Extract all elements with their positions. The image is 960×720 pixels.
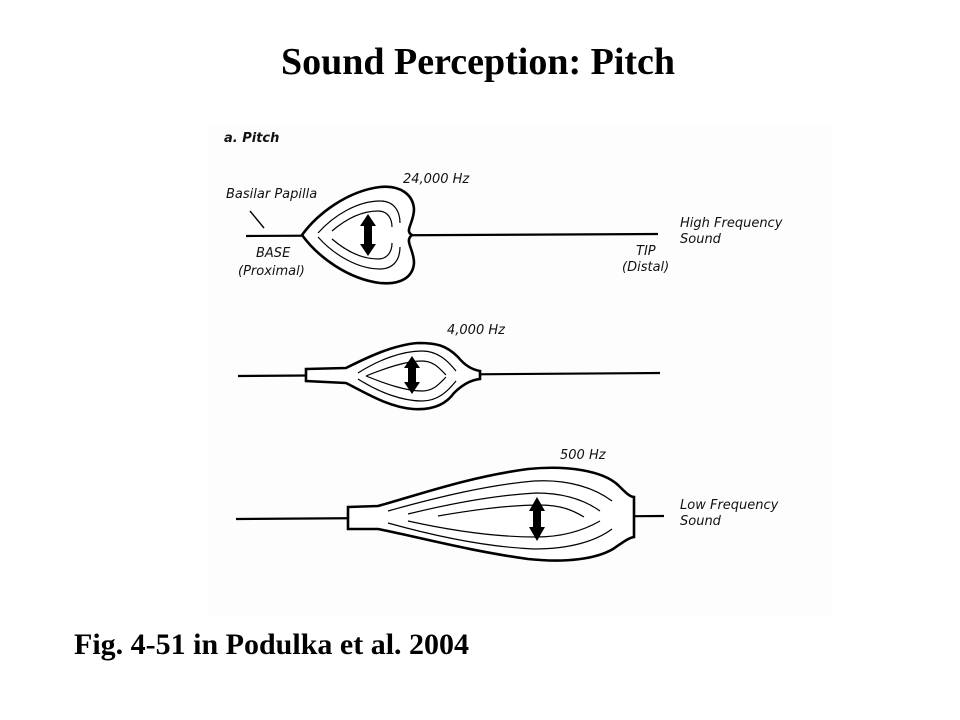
frequency-label-4000hz: 4,000 Hz: [447, 323, 506, 338]
low-frequency-sound-label: Sound: [680, 514, 722, 529]
vibration-arrow-24000hz: [360, 214, 376, 256]
base-label: BASE: [256, 246, 291, 261]
vibration-envelope-4000hz: [304, 341, 482, 411]
basilar-papilla-pitch-diagram: a. Pitch 24,000 Hz Basilar Papilla BASE …: [208, 125, 832, 615]
distal-label: (Distal): [622, 260, 669, 275]
vibration-arrow-500hz: [529, 497, 545, 541]
high-frequency-sound-label: Sound: [680, 232, 722, 247]
low-frequency-panel: 500 Hz Low Frequency Sound: [235, 448, 779, 562]
tip-label: TIP: [636, 244, 656, 259]
frequency-label-24000hz: 24,000 Hz: [403, 172, 470, 187]
high-frequency-panel: 24,000 Hz Basilar Papilla BASE (Proximal…: [226, 172, 783, 285]
high-frequency-label: High Frequency: [680, 216, 783, 231]
mid-frequency-panel: 4,000 Hz: [237, 323, 661, 411]
figure-citation: Fig. 4-51 in Podulka et al. 2004: [74, 628, 470, 661]
basilar-papilla-label: Basilar Papilla: [226, 187, 317, 202]
frequency-label-500hz: 500 Hz: [560, 448, 607, 463]
vibration-envelope-500hz: [346, 466, 636, 562]
panel-label: a. Pitch: [224, 131, 279, 146]
slide-title: Sound Perception: Pitch: [280, 41, 676, 83]
low-frequency-label: Low Frequency: [680, 498, 779, 513]
vibration-envelope-24000hz: [300, 185, 416, 285]
vibration-arrow-4000hz: [404, 356, 420, 394]
proximal-label: (Proximal): [238, 264, 305, 279]
